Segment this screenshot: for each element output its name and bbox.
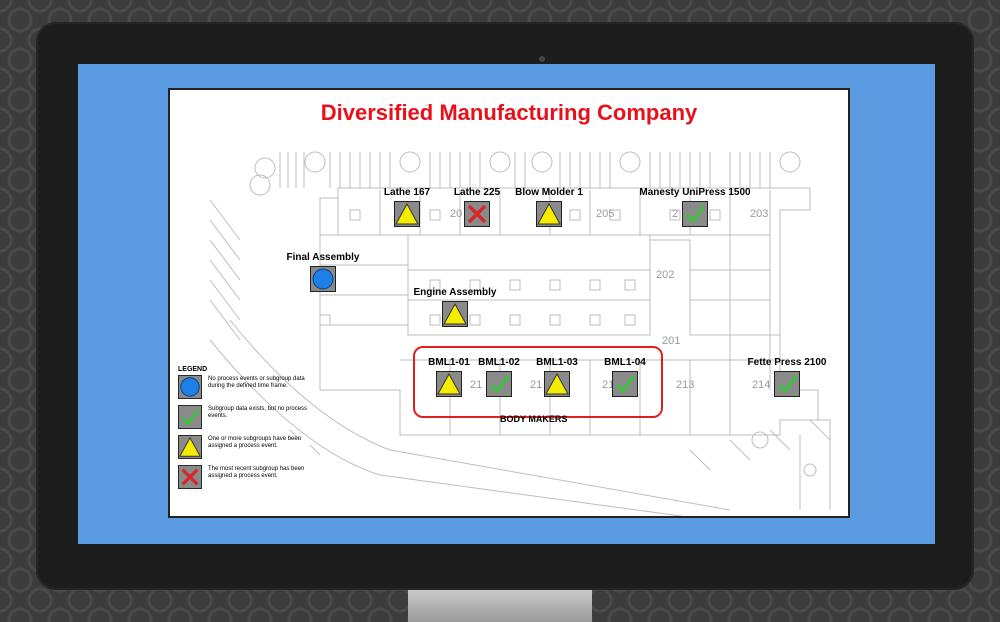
machine-label: BML1-03 xyxy=(536,357,578,368)
yellow-triangle-icon xyxy=(178,435,202,459)
monitor-stand xyxy=(408,590,592,622)
yellow-triangle-icon xyxy=(436,371,462,397)
room-number: 21 xyxy=(602,379,614,391)
green-check-icon xyxy=(682,201,708,227)
legend-text: The most recent subgroup has been assign… xyxy=(208,466,305,479)
room-number: 205 xyxy=(596,208,614,220)
legend-text: No process events or subgroup data durin… xyxy=(208,376,305,389)
machine-label: Blow Molder 1 xyxy=(515,187,583,198)
green-check-icon xyxy=(486,371,512,397)
machine-label: Fette Press 2100 xyxy=(747,357,827,368)
red-x-icon xyxy=(178,465,202,489)
floorplan-panel: 205 203 202 201 213 214 21 21 21 2 20 Di… xyxy=(168,88,850,518)
room-number: 21 xyxy=(470,379,482,391)
blue-circle-icon xyxy=(310,266,336,292)
legend-text: Subgroup data exists, but no process eve… xyxy=(208,406,308,419)
machine-label: Lathe 225 xyxy=(453,187,501,198)
machine-label: Engine Assembly xyxy=(413,287,497,298)
room-number: 214 xyxy=(752,379,770,391)
yellow-triangle-icon xyxy=(544,371,570,397)
room-number: 203 xyxy=(750,208,768,220)
room-number: 20 xyxy=(450,208,462,220)
machine-label: BML1-02 xyxy=(478,357,520,368)
body-makers-label: BODY MAKERS xyxy=(500,414,568,424)
room-number: 202 xyxy=(656,269,674,281)
yellow-triangle-icon xyxy=(536,201,562,227)
page-title: Diversified Manufacturing Company xyxy=(320,100,698,125)
blue-circle-icon xyxy=(178,375,202,399)
webcam-icon xyxy=(539,56,545,62)
legend-item: The most recent subgroup has been assign… xyxy=(178,465,318,491)
yellow-triangle-icon xyxy=(442,301,468,327)
machine-label: BML1-01 xyxy=(428,357,470,368)
room-number: 21 xyxy=(530,379,542,391)
yellow-triangle-icon xyxy=(394,201,420,227)
machine-label: Final Assembly xyxy=(286,252,360,263)
machine-label: Lathe 167 xyxy=(383,187,431,198)
green-check-icon xyxy=(178,405,202,429)
green-check-icon xyxy=(774,371,800,397)
room-number: 201 xyxy=(662,335,680,347)
legend: LEGEND No process events or subgroup dat… xyxy=(178,366,318,495)
legend-text: One or more subgroups have been assigned… xyxy=(208,436,302,449)
room-number: 213 xyxy=(676,379,694,391)
legend-item: Subgroup data exists, but no process eve… xyxy=(178,405,318,431)
body-makers-highlight xyxy=(413,346,663,418)
machine-label: Manesty UniPress 1500 xyxy=(639,187,751,198)
machine-label: BML1-04 xyxy=(604,357,646,368)
legend-item: No process events or subgroup data durin… xyxy=(178,375,318,401)
room-number: 2 xyxy=(672,208,678,220)
legend-title: LEGEND xyxy=(178,366,208,373)
legend-item: One or more subgroups have been assigned… xyxy=(178,435,318,461)
green-check-icon xyxy=(612,371,638,397)
red-x-icon xyxy=(464,201,490,227)
